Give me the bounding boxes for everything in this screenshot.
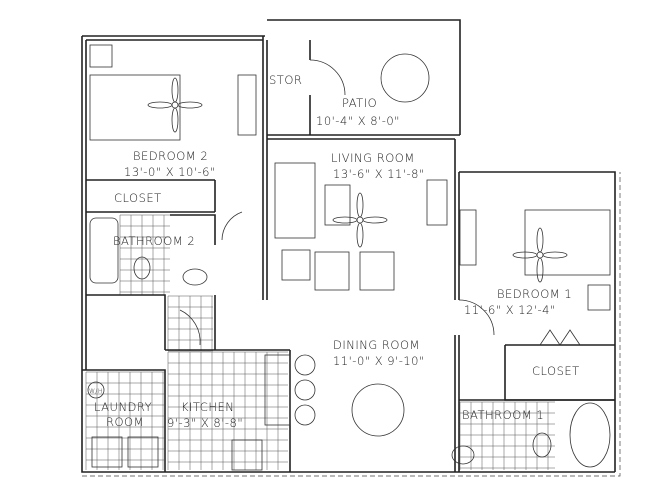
ceiling-fan-icon xyxy=(332,192,388,248)
bathtub-icon xyxy=(89,217,119,284)
plant-icon xyxy=(89,44,113,68)
walls xyxy=(81,19,616,473)
dresser-icon xyxy=(459,209,477,266)
kitchen-label: KITCHEN xyxy=(181,400,234,414)
stove-icon xyxy=(231,439,263,471)
bathroom1-label: BATHROOM 1 xyxy=(462,408,544,422)
furniture xyxy=(87,44,611,471)
bar-stool-icon xyxy=(294,379,316,401)
doors xyxy=(179,59,581,346)
living-room-label: LIVING ROOM xyxy=(331,151,415,165)
bedroom1-label: BEDROOM 1 xyxy=(497,287,572,301)
dryer-icon xyxy=(127,436,159,468)
dining-room-dimensions: 11'-0" X 9'-10" xyxy=(333,354,425,368)
ceiling-fan-icon xyxy=(512,227,568,283)
patio-dimensions: 10'-4" X 8'-0" xyxy=(316,114,400,128)
dining-room-label: DINING ROOM xyxy=(333,338,420,352)
toilet-icon xyxy=(133,256,151,280)
coffee-table-icon xyxy=(324,184,351,226)
sofa-icon xyxy=(274,162,316,239)
washer-icon xyxy=(91,436,123,468)
sink-icon xyxy=(182,268,208,286)
patio-label: PATIO xyxy=(342,96,377,110)
patio-table-icon xyxy=(380,53,430,103)
laundry-label-line2: ROOM xyxy=(106,415,144,429)
toilet-icon xyxy=(532,432,552,458)
garden-tub-icon xyxy=(569,402,611,468)
living-room-dimensions: 13'-6" X 11'-8" xyxy=(333,167,425,181)
water-heater-icon xyxy=(87,381,105,399)
kitchen-sink-icon xyxy=(264,354,291,426)
bar-stool-icon xyxy=(294,404,316,426)
bathroom2-label: BATHROOM 2 xyxy=(113,234,195,248)
plant-icon xyxy=(281,249,311,281)
sink-icon xyxy=(451,445,475,465)
bed-icon xyxy=(89,74,181,141)
bedroom2-label: BEDROOM 2 xyxy=(133,149,208,163)
dresser-icon xyxy=(237,74,257,136)
bed-icon xyxy=(524,209,611,276)
armchair-icon xyxy=(359,251,395,291)
laundry-label: LAUNDRY xyxy=(94,400,152,414)
water-heater-label: W/H xyxy=(89,388,103,395)
plant-icon xyxy=(587,284,611,311)
bedroom1-dimensions: 11'-6" X 12'-4" xyxy=(464,303,556,317)
storage-label: STOR xyxy=(269,73,302,87)
closet1-label: CLOSET xyxy=(532,364,580,378)
tv-stand-icon xyxy=(426,179,448,226)
ceiling-fan-icon xyxy=(147,77,203,133)
bedroom2-dimensions: 13'-0" X 10'-6" xyxy=(124,165,216,179)
tile-grid xyxy=(85,214,555,470)
dining-table-icon xyxy=(351,383,405,437)
armchair-icon xyxy=(314,251,350,291)
kitchen-dimensions: 9'-3" X 8'-8" xyxy=(167,416,243,430)
bar-stool-icon xyxy=(294,354,316,376)
closet2-label: CLOSET xyxy=(114,191,162,205)
